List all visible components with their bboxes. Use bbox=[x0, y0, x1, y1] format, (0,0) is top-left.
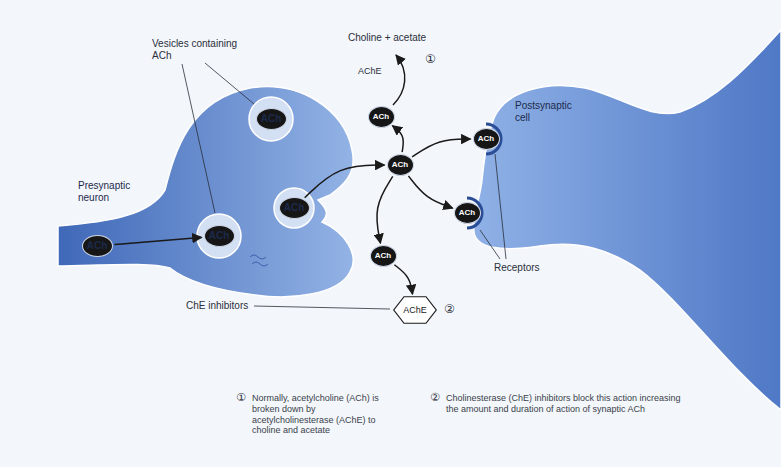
release-arrow bbox=[394, 265, 412, 294]
ach-molecule: ACh bbox=[368, 106, 395, 128]
release-arrow bbox=[412, 139, 470, 157]
inhibitor-label: ChE inhibitors bbox=[186, 300, 248, 312]
cell-outline bbox=[55, 75, 375, 335]
ach-molecule: ACh bbox=[473, 128, 500, 150]
vesicle-label: Vesicles containing ACh bbox=[152, 38, 252, 62]
molecule-name: ACh bbox=[261, 113, 282, 125]
molecule-name: ACh bbox=[209, 230, 230, 242]
inhibitor-hexagon: AChE bbox=[393, 296, 437, 324]
molecule-name: ACh bbox=[373, 113, 389, 121]
ach-molecule: ACh bbox=[387, 154, 414, 176]
vesicle-label: Vesicles containing ACh bbox=[152, 38, 252, 62]
presynaptic-neuron: Presynaptic neuronAChAChAChACh bbox=[55, 75, 375, 335]
leader-line bbox=[254, 306, 390, 309]
note-text: Cholinesterase (ChE) inhibitors block th… bbox=[446, 393, 686, 415]
ach-molecule: ACh bbox=[256, 108, 287, 130]
callout-number: ② bbox=[430, 391, 440, 404]
ach-molecule: ACh bbox=[370, 245, 397, 267]
cell-body bbox=[58, 87, 353, 297]
vesicle bbox=[197, 214, 241, 258]
callout-number: ① bbox=[425, 52, 436, 66]
molecule-name: ACh bbox=[375, 252, 391, 260]
callout-number: ① bbox=[425, 52, 436, 66]
note-text: Normally, acetylcholine (ACh) is broken … bbox=[252, 393, 392, 436]
enzyme-name: AChE bbox=[403, 306, 427, 315]
callout-number: ① bbox=[236, 391, 246, 404]
cell-outline bbox=[430, 25, 781, 420]
product-label: Choline + acetate bbox=[348, 32, 426, 44]
cell-name: Postsynaptic cell bbox=[515, 100, 585, 124]
receptor-label: Receptors bbox=[494, 262, 540, 274]
vesicle bbox=[249, 97, 293, 141]
cell-name: Presynaptic neuron bbox=[78, 180, 158, 204]
release-arrow bbox=[392, 126, 403, 152]
ach-molecule: ACh bbox=[82, 235, 113, 257]
postsynaptic-cell: Postsynaptic cell bbox=[430, 25, 781, 420]
note-text: Normally, acetylcholine (ACh) is broken … bbox=[252, 393, 392, 436]
release-arrow bbox=[377, 176, 393, 243]
breakdown-arrow bbox=[393, 55, 405, 105]
molecule-name: ACh bbox=[459, 209, 475, 217]
callout-number: ② bbox=[444, 302, 455, 316]
receptor-label: Receptors bbox=[494, 262, 540, 274]
product-label: Choline + acetate bbox=[348, 32, 426, 44]
ach-molecule: ACh bbox=[454, 202, 481, 224]
note-text: Cholinesterase (ChE) inhibitors block th… bbox=[446, 393, 686, 415]
ach-molecule: ACh bbox=[279, 197, 310, 219]
hexagon-shape bbox=[394, 297, 437, 324]
inhibitor-label: ChE inhibitors bbox=[186, 300, 248, 312]
cell-body bbox=[474, 30, 781, 410]
molecule-name: ACh bbox=[284, 202, 305, 214]
callout-number: ① bbox=[236, 391, 246, 404]
enzyme-label: AChE bbox=[358, 66, 382, 77]
callout-number: ② bbox=[444, 302, 455, 316]
molecule-name: ACh bbox=[87, 240, 108, 252]
ach-molecule: ACh bbox=[204, 225, 235, 247]
release-arrow bbox=[408, 176, 452, 208]
molecule-name: ACh bbox=[392, 161, 408, 169]
molecule-name: ACh bbox=[478, 135, 494, 143]
enzyme-label: AChE bbox=[358, 66, 382, 77]
callout-number: ② bbox=[430, 391, 440, 404]
